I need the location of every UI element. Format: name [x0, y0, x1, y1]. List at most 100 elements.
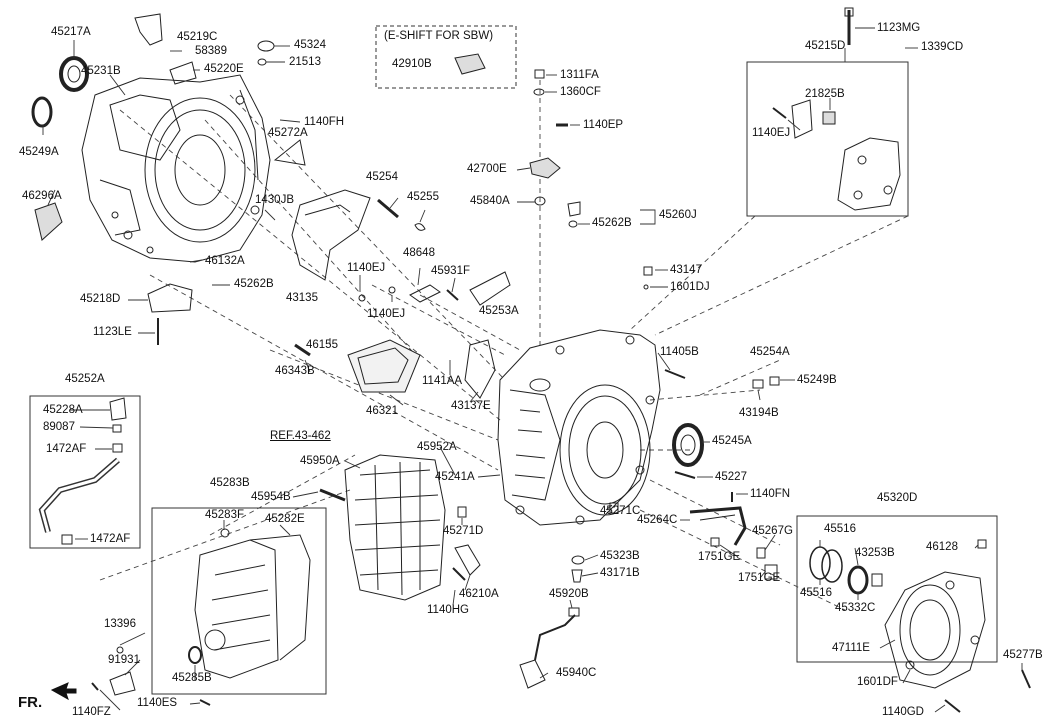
lever-45253A — [469, 271, 511, 306]
label-45283B: 45283B — [210, 477, 250, 489]
label-43194B: 43194B — [739, 407, 779, 419]
label-1141AA: 1141AA — [422, 375, 463, 387]
cap-1311FA — [534, 69, 545, 79]
label-1140FN: 1140FN — [750, 488, 791, 500]
label-45220E: 45220E — [204, 63, 244, 75]
label-45219C: 45219C — [177, 31, 218, 43]
label-45840A: 45840A — [470, 195, 510, 207]
seal-45245A — [672, 423, 704, 467]
label-45227: 45227 — [715, 471, 747, 483]
label-45323B: 45323B — [600, 550, 640, 562]
main-case — [497, 329, 661, 526]
label-45282E: 45282E — [265, 513, 305, 525]
label-45241A: 45241A — [435, 471, 475, 483]
label-42700E: 42700E — [467, 163, 507, 175]
label-47111E: 47111E — [832, 642, 870, 654]
label-45950A: 45950A — [300, 455, 340, 467]
label-1472AF-b: 1472AF — [90, 533, 131, 545]
lever-48648 — [409, 284, 441, 303]
eshift-title: (E-SHIFT FOR SBW) — [384, 30, 494, 42]
label-45952A: 45952A — [417, 441, 457, 453]
label-11405B: 11405B — [660, 346, 699, 358]
label-1601DF: 1601DF — [857, 676, 898, 688]
label-45516-a: 45516 — [824, 523, 856, 535]
label-45324: 45324 — [294, 39, 326, 51]
label-1311FA: 1311FA — [560, 69, 599, 81]
label-46210A: 46210A — [459, 588, 499, 600]
label-45271D: 45271D — [443, 525, 484, 537]
label-45262B-mid: 45262B — [592, 217, 632, 229]
label-1360CF: 1360CF — [560, 86, 601, 98]
label-45332C: 45332C — [835, 602, 876, 614]
sensor-46296A — [34, 202, 63, 241]
label-45283F: 45283F — [205, 509, 245, 521]
label-43137E: 43137E — [451, 400, 491, 412]
label-43253B: 43253B — [855, 547, 895, 559]
label-1140GD: 1140GD — [882, 706, 924, 718]
label-45267G: 45267G — [752, 525, 793, 537]
label-43171B: 43171B — [600, 567, 640, 579]
bracket-45218D — [147, 283, 193, 313]
plug-45260J — [567, 201, 581, 217]
cap-45324 — [257, 40, 275, 52]
bearing-45332C — [847, 565, 869, 595]
label-1140ES: 1140ES — [137, 697, 178, 709]
ref-link[interactable]: REF.43-462 — [270, 430, 331, 442]
label-21825B: 21825B — [805, 88, 845, 100]
label-1123MG: 1123MG — [877, 22, 921, 34]
label-45218D: 45218D — [80, 293, 121, 305]
label-45264C: 45264C — [637, 514, 678, 526]
label-45931F: 45931F — [431, 265, 471, 277]
dashed-leaders — [99, 80, 909, 611]
actuator-42910B — [454, 53, 486, 75]
label-45254A: 45254A — [750, 346, 790, 358]
label-45260J: 45260J — [659, 209, 697, 221]
bracket-45215D — [837, 137, 901, 211]
label-1601DJ: 1601DJ — [670, 281, 710, 293]
label-43135: 43135 — [286, 292, 318, 304]
label-21513: 21513 — [289, 56, 321, 68]
label-45231B: 45231B — [81, 65, 121, 77]
label-45215D: 45215D — [805, 40, 846, 52]
leader-lines — [42, 27, 1023, 713]
label-45277B: 45277B — [1003, 649, 1043, 661]
label-1751GE-b: 1751GE — [738, 572, 781, 584]
label-45262B-left: 45262B — [234, 278, 274, 290]
label-45255: 45255 — [407, 191, 439, 203]
label-1140EJ-b: 1140EJ — [367, 308, 406, 320]
bracket-46210A — [454, 544, 481, 576]
label-1751GE-a: 1751GE — [698, 551, 741, 563]
label-46321: 46321 — [366, 405, 398, 417]
hose-box-45252A — [29, 395, 141, 549]
valve-body-46210A — [344, 454, 446, 601]
bracket-45272A — [273, 139, 306, 166]
label-46128: 46128 — [926, 541, 958, 553]
sensor-45940C — [519, 659, 546, 689]
oring-45516-b — [821, 549, 843, 583]
fr-arrow-icon — [50, 682, 77, 701]
cover-box-45320D — [796, 515, 998, 663]
label-43147: 43147 — [670, 264, 702, 276]
label-45249A: 45249A — [19, 146, 59, 158]
label-46343B: 46343B — [275, 365, 315, 377]
label-45253A: 45253A — [479, 305, 519, 317]
label-1472AF-a: 1472AF — [46, 443, 87, 455]
label-46296A: 46296A — [22, 190, 62, 202]
label-45217A: 45217A — [51, 26, 91, 38]
label-45954B: 45954B — [251, 491, 291, 503]
label-58389: 58389 — [195, 45, 227, 57]
oil-pan — [194, 534, 311, 679]
label-1140EJ-c: 1140EJ — [752, 127, 791, 139]
label-45920B: 45920B — [549, 588, 589, 600]
label-45245A: 45245A — [712, 435, 752, 447]
sensor-42700E — [529, 157, 561, 179]
label-91931: 91931 — [108, 654, 140, 666]
label-45320D: 45320D — [877, 492, 918, 504]
shield-43135 — [291, 189, 371, 281]
label-45254: 45254 — [366, 171, 398, 183]
label-45940C: 45940C — [556, 667, 597, 679]
bracket-43137E — [464, 339, 496, 399]
label-46155: 46155 — [306, 339, 338, 351]
label-42910B: 42910B — [392, 58, 432, 70]
